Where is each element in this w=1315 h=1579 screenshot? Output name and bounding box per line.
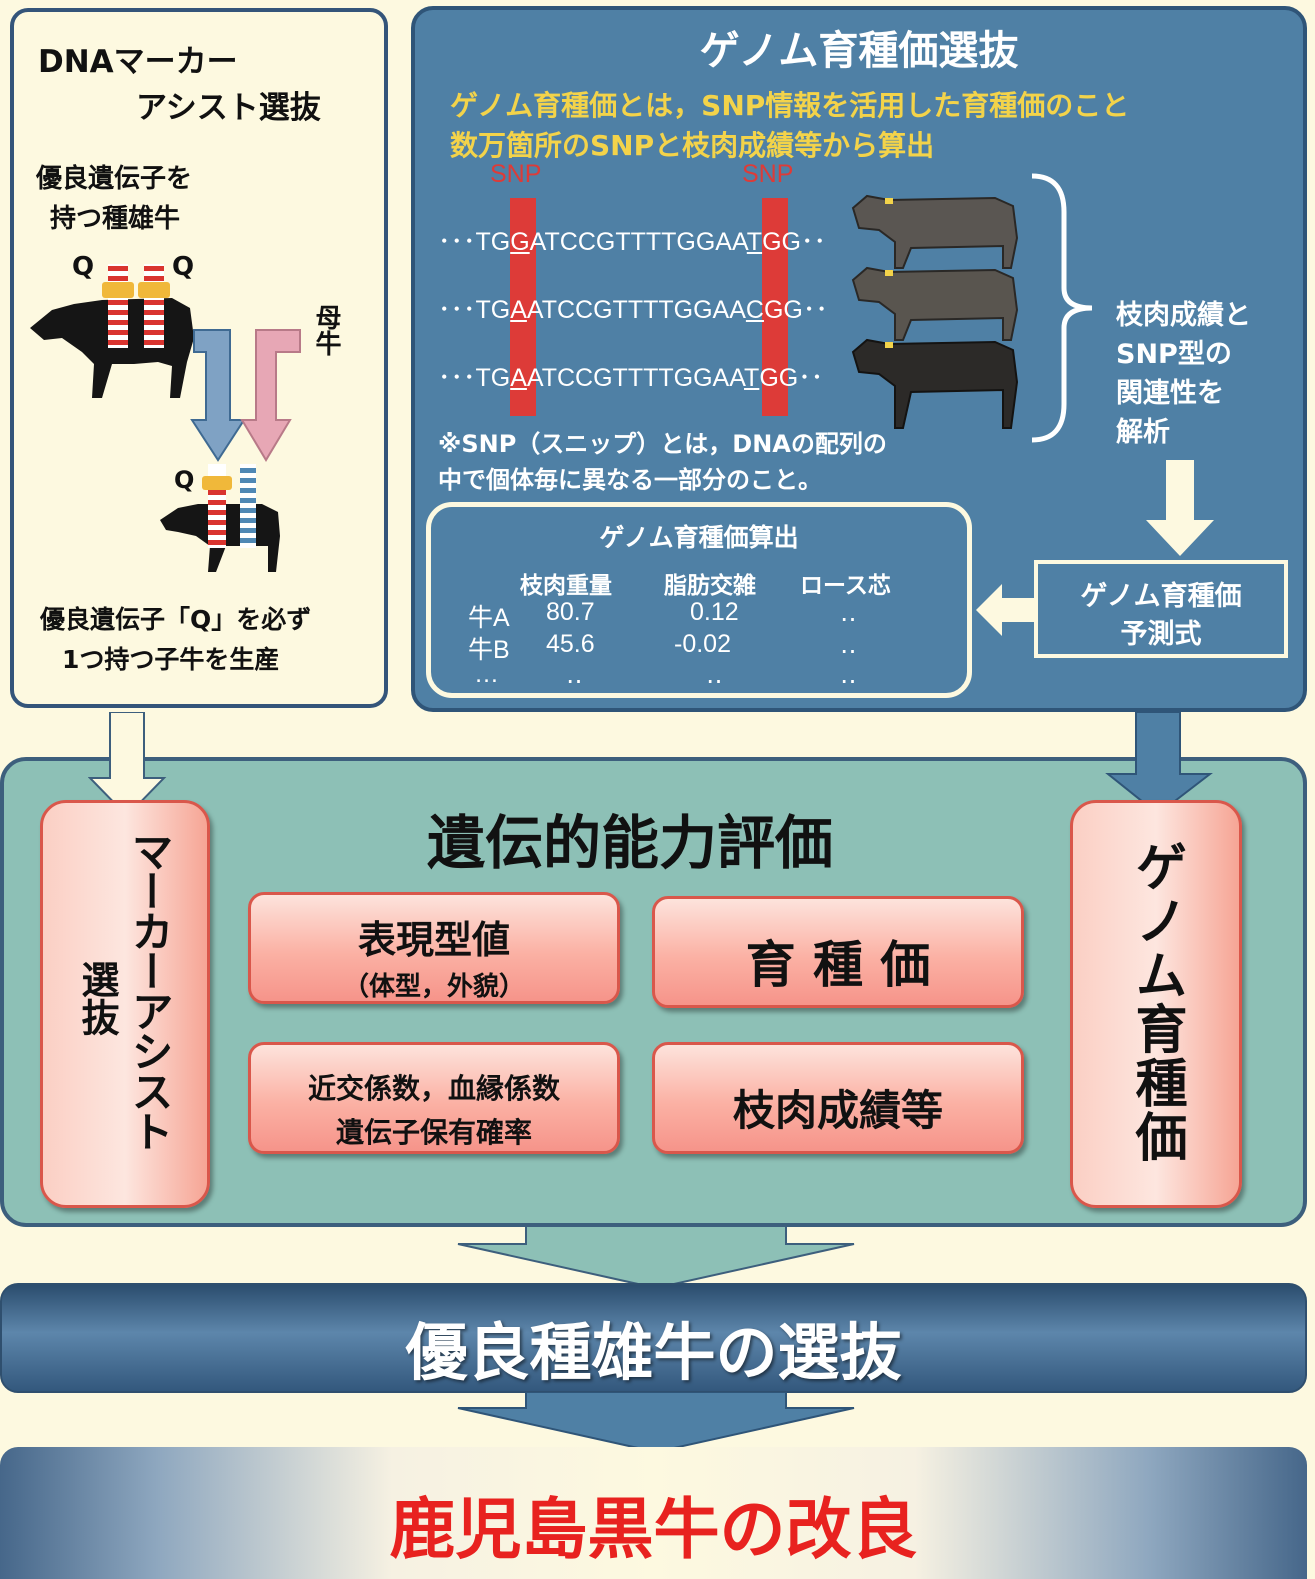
formula-left-arrow — [976, 584, 1034, 636]
genomic-calculation-box — [426, 502, 972, 698]
snp-label-2: SNP — [742, 160, 794, 188]
calc-header-carcass-weight: 枝肉重量 — [520, 573, 612, 599]
cattle-stack-illustration — [851, 194, 1019, 429]
snp-highlight-bar-2 — [762, 198, 788, 416]
snp-note-line2: 中で個体毎に異なる一部分のこと。 — [438, 466, 822, 494]
coefficients-line1: 近交係数，血縁係数 — [307, 1072, 560, 1105]
marker-assist-sub-label: 選抜 — [75, 960, 119, 1036]
calf-desc-line2: 1つ持つ子牛を生産 — [62, 645, 280, 674]
gene-marker-q-left — [102, 264, 134, 348]
calc-box-title: ゲノム育種価算出 — [599, 523, 799, 552]
calf-gene-marker-dam — [240, 464, 256, 548]
calc-row-value: ‥ — [706, 661, 723, 689]
genomic-panel-title: ゲノム育種価選抜 — [699, 28, 1019, 74]
analysis-label: 枝肉成績と SNP型の 関連性を 解析 — [1116, 300, 1251, 448]
calc-row-value: -0.02 — [674, 630, 731, 658]
cow-2 — [851, 266, 1019, 341]
formula-line2: 予測式 — [1120, 619, 1202, 650]
breeding-value-label: 育 種 価 — [745, 936, 931, 994]
formula-line1: ゲノム育種価 — [1080, 581, 1242, 612]
sire-bull-illustration — [30, 264, 194, 398]
calc-row-name: 牛A — [468, 604, 510, 632]
evaluation-title: 遺伝的能力評価 — [426, 809, 833, 877]
cow-1 — [851, 194, 1019, 269]
calc-header-ribeye: ロース芯 — [800, 573, 891, 599]
q-label-sire-right: Q — [172, 252, 195, 282]
calc-row-value: 0.12 — [690, 598, 739, 626]
sire-label-line1: 優良遺伝子を — [36, 164, 193, 194]
carcass-results-box: 枝肉成績等 — [652, 1042, 1024, 1154]
sire-selection-band — [0, 1283, 1307, 1393]
calc-row-value: 80.7 — [546, 598, 595, 626]
coefficients-box: 近交係数，血縁係数 遺伝子保有確率 — [248, 1042, 620, 1154]
calc-row-value: ‥ — [840, 661, 857, 689]
analysis-down-arrow — [1146, 460, 1214, 556]
genomic-breeding-value-column — [1070, 800, 1242, 1208]
cow-3 — [851, 338, 1019, 429]
selection-down-arrow — [457, 1392, 855, 1454]
gene-marker-q-right — [138, 264, 170, 348]
dna-sequence-row: ･･･TGGATCCGTTTTGGAATGG･･ — [438, 228, 826, 256]
prediction-formula-box — [1034, 560, 1288, 658]
dna-sequence-row: ･･･TGAATCCGTTTTGGAACGG･･ — [438, 296, 828, 324]
genomic-breeding-value-label: ゲノム育種価 — [1126, 840, 1186, 1164]
coefficients-line2: 遺伝子保有確率 — [335, 1116, 532, 1149]
snp-note-line1: ※SNP（スニップ）とは，DNAの配列の — [438, 430, 887, 458]
snp-label-1: SNP — [490, 160, 542, 188]
calc-row-name: … — [474, 660, 499, 688]
calc-header-marbling: 脂肪交雑 — [664, 573, 756, 599]
calc-row-value: 45.6 — [546, 630, 595, 658]
calc-row-value: ‥ — [840, 599, 857, 627]
grouping-brace — [1031, 173, 1093, 443]
phenotype-label: 表現型値 — [357, 918, 510, 962]
marker-down-arrow — [88, 712, 167, 818]
evaluation-down-arrow — [457, 1226, 855, 1290]
breed-improvement-band — [0, 1447, 1307, 1579]
calc-row-value: ‥ — [840, 631, 857, 659]
calc-row-value: ‥ — [566, 661, 583, 689]
marker-assist-column — [40, 800, 210, 1208]
carcass-results-label: 枝肉成績等 — [732, 1086, 943, 1135]
calf-desc-line1: 優良遺伝子「Q」を必ず — [40, 605, 312, 634]
breed-improvement-text: 鹿児島黒牛の改良 — [389, 1491, 918, 1568]
genomic-definition-line2: 数万箇所のSNPと枝肉成績等から算出 — [450, 129, 935, 162]
genomic-down-arrow — [1105, 712, 1213, 816]
dna-sequence-row: ･･･TGAATCCGTTTTGGAATGG･･ — [438, 364, 824, 392]
sire-selection-text: 優良種雄牛の選抜 — [405, 1316, 902, 1389]
genomic-definition-line1: ゲノム育種価とは，SNP情報を活用した育種価のこと — [450, 89, 1130, 122]
dam-label: 母牛 — [311, 304, 341, 356]
marker-assist-label: マーカーアシスト — [125, 830, 174, 1150]
dna-marker-panel — [10, 8, 388, 708]
marker-panel-title-line2: アシスト選抜 — [136, 90, 321, 126]
calc-row-name: 牛B — [468, 636, 510, 664]
snp-highlight-bar-1 — [510, 198, 536, 416]
breeding-value-box: 育 種 価 — [652, 896, 1024, 1008]
calf-gene-marker-q — [202, 464, 232, 548]
phenotype-sub-label: （体型，外貌） — [342, 972, 525, 1002]
phenotype-box: 表現型値 （体型，外貌） — [248, 892, 620, 1004]
q-label-calf: Q — [174, 466, 195, 494]
inheritance-arrows — [190, 329, 301, 462]
sire-label-line2: 持つ種雄牛 — [50, 204, 181, 234]
calf-illustration — [160, 464, 280, 572]
marker-panel-title-line1: DNAマーカー — [38, 44, 238, 80]
q-label-sire-left: Q — [72, 252, 95, 282]
